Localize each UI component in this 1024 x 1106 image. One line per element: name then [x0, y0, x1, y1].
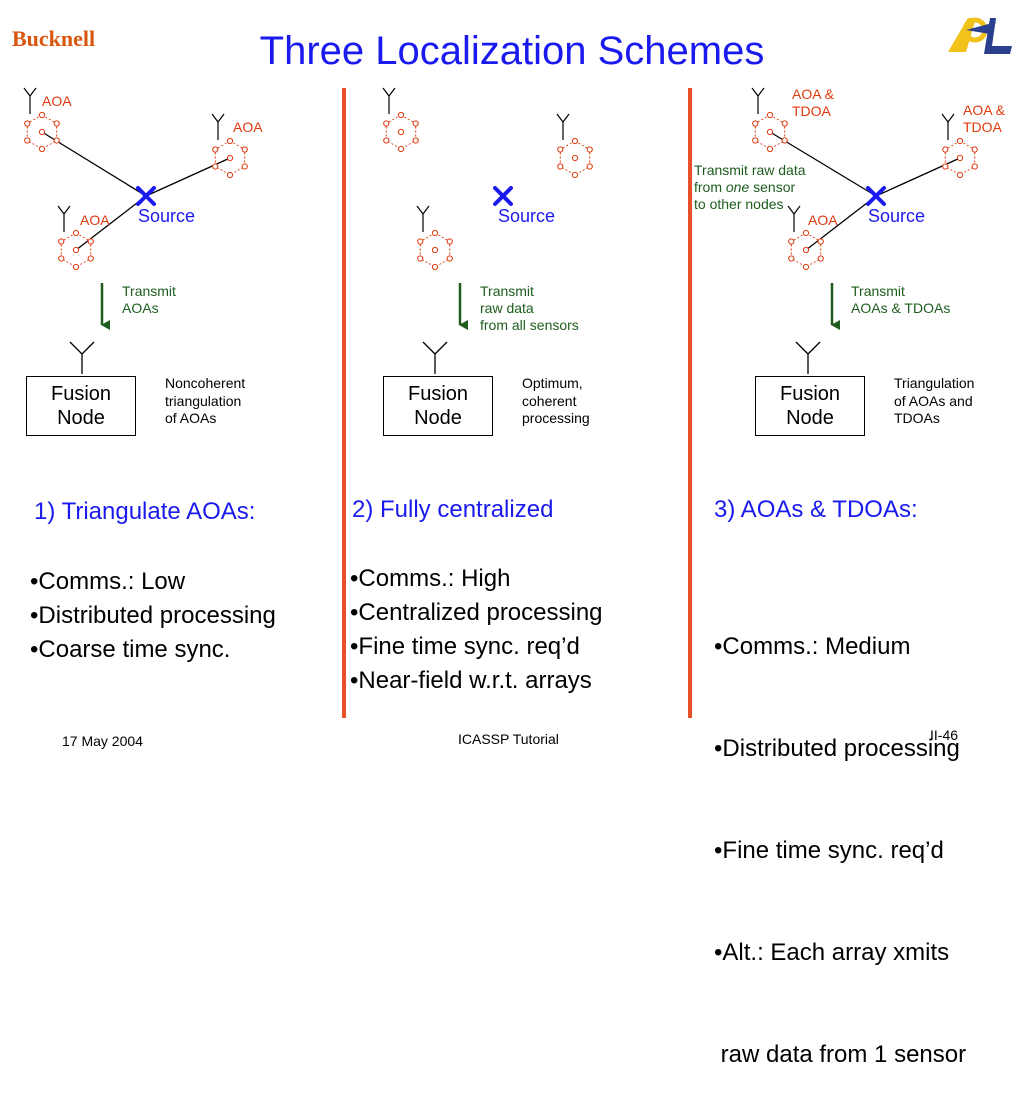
bullet-item: •Distributed processing	[30, 602, 276, 629]
raw-data-note-line: to other nodes	[694, 195, 784, 212]
source-label: Source	[498, 206, 556, 226]
bullet-list: •Comms.: Low •Distributed processing •Co…	[30, 565, 276, 667]
aoa-label: AOA	[80, 212, 110, 228]
diagram-canvas	[23, 17, 1012, 718]
bullet-item: •Fine time sync. req’d	[714, 837, 944, 864]
processing-note: Optimum, coherent processing	[522, 375, 590, 426]
transmit-label: Transmit AOAs	[122, 283, 176, 316]
antenna-icon	[422, 341, 448, 374]
sensor-array-icon	[382, 87, 419, 153]
sensor-array-icon	[211, 113, 248, 179]
aoa-label: AOA	[808, 212, 838, 228]
scheme-heading: 2) Fully centralized	[352, 496, 554, 523]
aoa-tdoa-label: AOA & TDOA	[963, 102, 1006, 135]
bullet-list: •Comms.: High •Centralized processing •F…	[350, 562, 603, 698]
aoa-label: AOA	[42, 93, 72, 109]
bullet-item: •Coarse time sync.	[30, 636, 231, 663]
antenna-icon	[795, 341, 821, 374]
transmit-label: Transmit raw data from all sensors	[480, 283, 579, 333]
transmit-label: Transmit AOAs & TDOAs	[851, 283, 951, 316]
bullet-item: •Centralized processing	[350, 599, 603, 626]
source-x-icon	[866, 186, 886, 206]
source-label: Source	[138, 206, 196, 226]
sensor-array-icon	[23, 87, 60, 153]
page-number: II-46	[930, 727, 959, 743]
bullet-item: •Near-field w.r.t. arrays	[350, 667, 592, 694]
sensor-array-icon	[57, 205, 94, 271]
raw-data-note-emphasis: one	[725, 178, 750, 195]
bullet-item: •Comms.: High	[350, 565, 511, 592]
bearing-line	[145, 157, 231, 197]
scheme-heading: 3) AOAs & TDOAs:	[714, 496, 918, 523]
processing-note: Triangulation of AOAs and TDOAs	[894, 375, 975, 426]
bearing-line	[875, 157, 961, 197]
sensor-array-icon	[751, 87, 788, 153]
fusion-node-box: Fusion Node	[383, 376, 493, 436]
footer-center: ICASSP Tutorial	[458, 731, 559, 747]
arl-logo	[948, 17, 1012, 54]
bearing-line	[769, 131, 877, 197]
sensor-array-icon	[787, 205, 824, 271]
source-x-icon	[493, 186, 513, 206]
raw-data-note-line: Transmit raw data	[694, 162, 806, 178]
footer-date: 17 May 2004	[62, 733, 143, 749]
bullet-item: •Distributed processing	[714, 735, 960, 762]
fusion-node-box: Fusion Node	[26, 376, 136, 436]
bucknell-logo: Bucknell	[12, 26, 96, 51]
sensor-array-icon	[941, 113, 978, 179]
bullet-item: •Fine time sync. req’d	[350, 633, 580, 660]
bullet-item: raw data from 1 sensor	[714, 1041, 967, 1068]
raw-data-note: Transmit raw data from one sensor to oth…	[694, 162, 806, 212]
processing-note: Noncoherent triangulation of AOAs	[165, 375, 246, 426]
source-x-icon	[136, 186, 156, 206]
bullet-item: •Comms.: Medium	[714, 633, 911, 660]
aoa-tdoa-label: AOA & TDOA	[792, 86, 835, 119]
fusion-node-box: Fusion Node	[755, 376, 865, 436]
bearing-line	[41, 131, 147, 197]
aoa-label: AOA	[233, 119, 263, 135]
source-label: Source	[868, 206, 926, 226]
antenna-icon	[69, 341, 95, 374]
sensor-array-icon	[416, 205, 453, 271]
scheme-heading: 1) Triangulate AOAs:	[34, 498, 256, 525]
sensor-array-icon	[556, 113, 593, 179]
raw-data-note-text: from	[694, 178, 726, 195]
bullet-item: •Alt.: Each array xmits	[714, 939, 950, 966]
raw-data-note-line: from one sensor	[694, 179, 806, 196]
raw-data-note-text: sensor	[749, 178, 796, 195]
bullet-list: •Comms.: Medium •Distributed processing …	[714, 562, 966, 1106]
bullet-item: •Comms.: Low	[30, 568, 186, 595]
page-title: Three Localization Schemes	[259, 29, 765, 73]
